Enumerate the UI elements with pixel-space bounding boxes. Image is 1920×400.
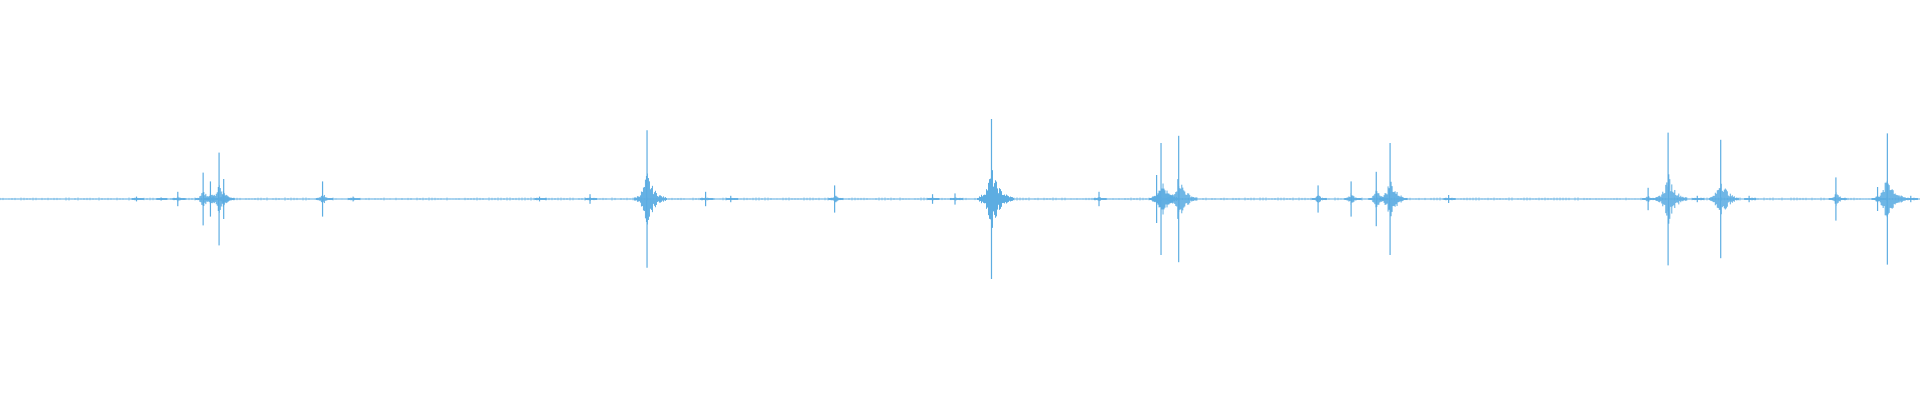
waveform-peaks xyxy=(0,119,1918,279)
